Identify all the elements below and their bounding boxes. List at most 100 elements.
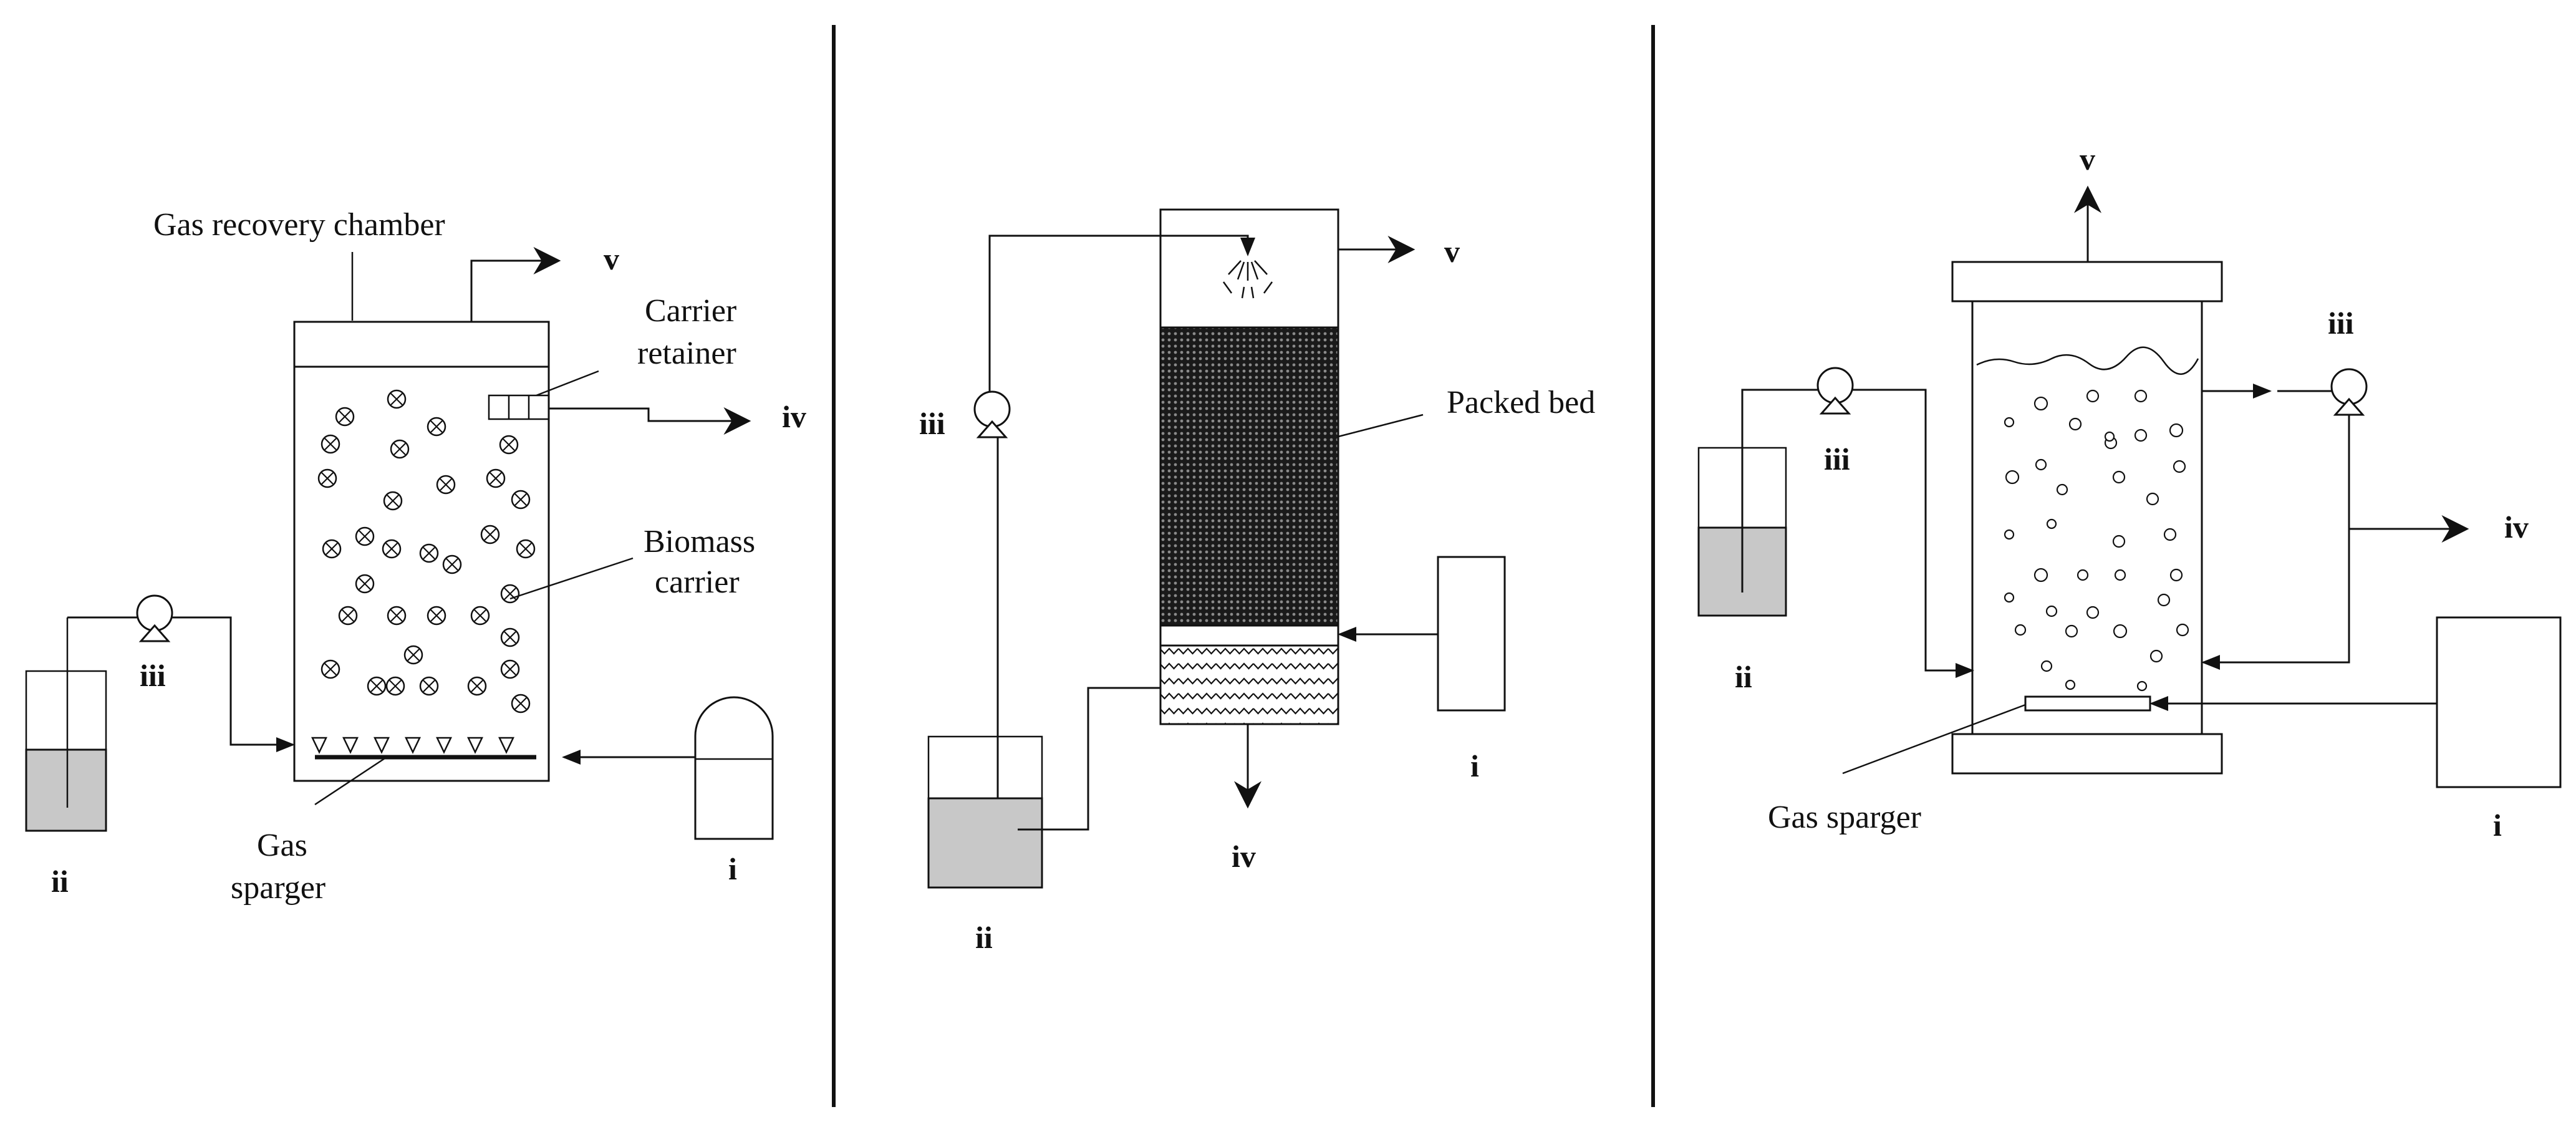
biomass-carrier: [436, 475, 456, 495]
gas-bubble: [2086, 606, 2100, 619]
reactor-c-bottom-flange: [1951, 733, 2223, 775]
biomass-carrier: [321, 659, 340, 679]
gas-bubble: [2033, 568, 2048, 583]
biomass-carrier: [442, 554, 462, 574]
gas-bubble: [2112, 470, 2126, 484]
gas-bubble: [2173, 460, 2186, 473]
tank-ii-b: [927, 735, 1043, 889]
biomass-carrier: [390, 439, 410, 459]
reactor-c-body: [1971, 300, 2203, 735]
biomass-carrier: [427, 417, 446, 437]
gas-bubbles: [2004, 389, 2189, 692]
panel-a-moving-bed-reactor: Gas recovery chamber Carrier retainer Bi…: [25, 207, 806, 906]
gas-bubble: [2134, 389, 2148, 403]
gas-bubble: [2046, 518, 2057, 530]
sparger-nozzle: [374, 737, 390, 754]
label-ii-c: ii: [1735, 659, 1752, 694]
biomass-carrier: [470, 606, 490, 626]
biomass-carriers: [317, 389, 536, 714]
sparger-nozzle: [467, 737, 483, 754]
pipe-to-pump-c: [1741, 389, 1818, 593]
gas-bubble: [2104, 431, 2115, 442]
recycle-line-c: [2201, 415, 2350, 670]
biomass-carrier: [500, 584, 520, 604]
biomass-carrier: [322, 539, 342, 559]
gas-bubble: [2163, 528, 2177, 541]
label-iv-c: iv: [2504, 510, 2529, 544]
gas-bubble: [2005, 470, 2020, 485]
gas-bubble: [2176, 623, 2189, 637]
gas-bubble: [2033, 396, 2048, 411]
gas-bubble: [2077, 569, 2089, 581]
label-gas-recovery-chamber: Gas recovery chamber: [153, 207, 445, 243]
label-carrier-2: carrier: [655, 564, 740, 600]
biomass-carrier: [367, 676, 387, 696]
sparger-nozzle: [498, 737, 514, 754]
pump-iii-b-stand: [976, 420, 1008, 438]
biomass-carrier: [338, 606, 358, 626]
biomass-carrier: [516, 539, 536, 559]
gas-bubble: [2040, 660, 2053, 672]
biomass-carrier: [382, 539, 402, 559]
label-sparger: sparger: [231, 870, 326, 906]
biomass-carrier: [403, 645, 423, 665]
biomass-carrier: [419, 676, 439, 696]
tank-ii-b-liquid: [927, 797, 1043, 889]
tank-ii-a: [25, 670, 107, 832]
label-packed-bed: Packed bed: [1447, 385, 1595, 420]
gas-bubble: [2004, 592, 2015, 603]
gas-bubble: [2113, 624, 2128, 639]
gas-outlet-v-line: [470, 247, 561, 322]
panel-c-bubble-column-reactor: Gas sparger v iii iii iv ii i: [1697, 142, 2562, 843]
gas-bubble: [2169, 423, 2184, 438]
label-i-c: i: [2493, 808, 2502, 843]
gas-bubble: [2149, 649, 2163, 663]
biomass-carrier: [335, 407, 355, 427]
drain-line-b: [1018, 687, 1160, 831]
liquid-outlet-iv-line: [549, 407, 751, 435]
carrier-retainer: [488, 394, 550, 420]
label-retainer: retainer: [637, 336, 736, 371]
biomass-carrier: [486, 468, 506, 488]
label-gas-sparger-c: Gas sparger: [1768, 800, 1921, 835]
leader-packed-bed: [1338, 414, 1424, 438]
pump-iii-c-left-stand: [1819, 396, 1851, 415]
gas-bubble: [2086, 389, 2100, 403]
label-iii-c-right: iii: [2328, 306, 2354, 341]
sparger-nozzles: [311, 737, 514, 754]
leader-gas-sparger-c: [1842, 704, 2026, 775]
label-v-c: v: [2080, 142, 2095, 177]
biomass-carrier: [427, 606, 446, 626]
gas-bubble: [2035, 458, 2047, 471]
sparger-nozzle: [311, 737, 327, 754]
label-i-a: i: [728, 851, 737, 886]
gas-bubble: [2146, 492, 2159, 506]
biomass-carrier: [511, 490, 531, 510]
label-gas: Gas: [257, 828, 307, 863]
label-carrier: Carrier: [645, 293, 736, 329]
panel-b-trickle-bed-reactor: Packed bed v iii iv ii i: [919, 208, 1595, 955]
label-v-b: v: [1444, 234, 1460, 269]
gas-bubble: [2068, 417, 2082, 431]
gas-bubble: [2045, 605, 2058, 617]
gas-sparger-c: [2024, 695, 2151, 712]
gas-supply-i-b: [1437, 556, 1506, 712]
gas-bubble: [2157, 593, 2171, 607]
gas-supply-i-a: [694, 696, 774, 840]
gas-bubble: [2065, 624, 2078, 638]
label-biomass: Biomass: [644, 524, 755, 559]
label-iii-a: iii: [140, 658, 166, 693]
gas-bubble: [2004, 529, 2015, 540]
feed-line-a: [172, 616, 295, 752]
biomass-carrier: [500, 659, 520, 679]
tank-ii-a-liquid: [25, 748, 107, 832]
gas-bubble: [2065, 679, 2076, 690]
leader-biomass-carrier: [509, 557, 634, 600]
gas-bubble: [2114, 569, 2126, 581]
biomass-carrier: [467, 676, 487, 696]
packed-bed: [1159, 326, 1339, 627]
leader-gas-sparger-a: [314, 756, 387, 806]
biomass-carrier: [355, 526, 375, 546]
reactor-c-top-flange: [1951, 261, 2223, 302]
